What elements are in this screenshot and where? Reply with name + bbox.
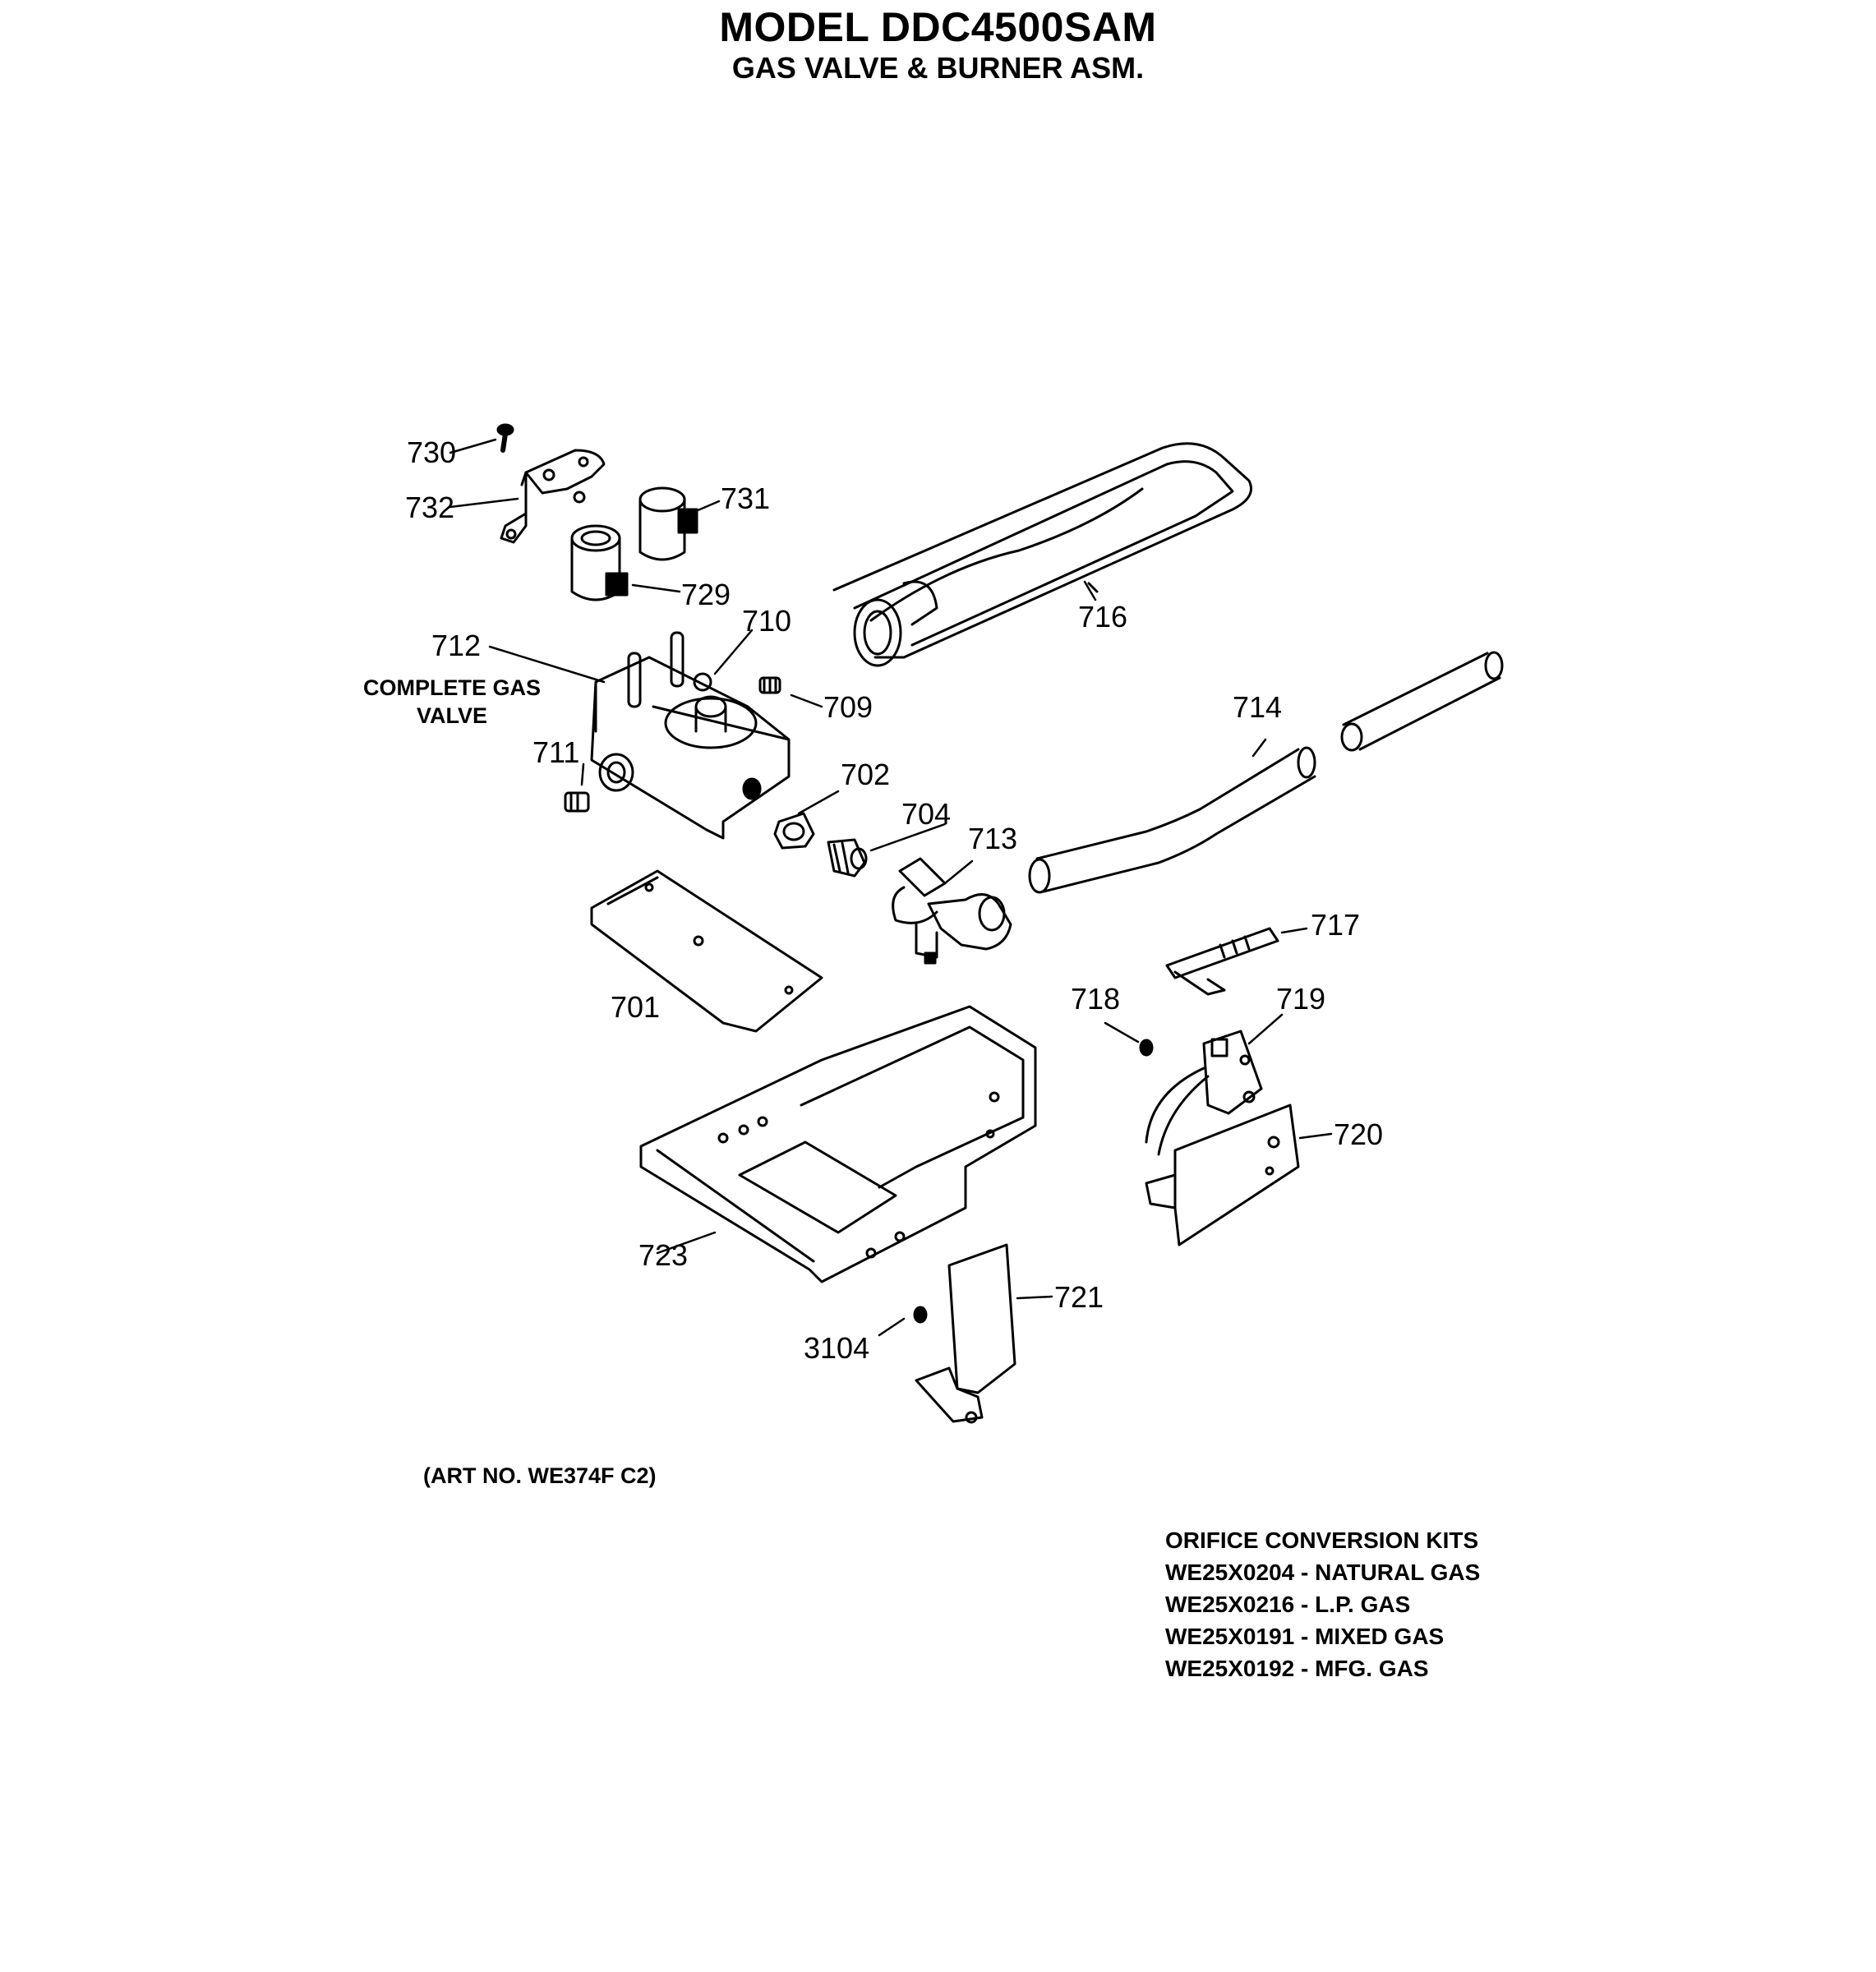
label-712-desc-line2: VALVE [416, 703, 487, 728]
part-704-orifice [827, 838, 868, 878]
part-721-shield [915, 1243, 1016, 1424]
label-720: 720 [1334, 1117, 1384, 1151]
part-720-bracket [1145, 1103, 1300, 1246]
label-718: 718 [1071, 982, 1121, 1016]
label-731: 731 [721, 481, 771, 515]
conversion-kit-item: WE25X0216 - L.P. GAS [1165, 1592, 1411, 1617]
label-714: 714 [1233, 690, 1283, 724]
conversion-kit-item: WE25X0191 - MIXED GAS [1165, 1624, 1445, 1649]
part-3104-screw [913, 1306, 928, 1324]
label-704: 704 [901, 797, 952, 831]
label-702: 702 [841, 758, 891, 791]
label-730: 730 [407, 435, 457, 469]
page-subtitle: GAS VALVE & BURNER ASM. [731, 51, 1145, 85]
label-701: 701 [611, 990, 661, 1024]
label-711: 711 [532, 735, 580, 769]
label-713: 713 [968, 822, 1018, 855]
label-712: 712 [431, 629, 482, 662]
part-702-nut [773, 812, 815, 850]
part-713-elbow [892, 857, 1012, 965]
part-730-screw [496, 423, 514, 453]
conversion-kits: ORIFICE CONVERSION KITS WE25X0204 - NATU… [1165, 1524, 1480, 1684]
label-709: 709 [823, 690, 873, 724]
label-3104: 3104 [804, 1331, 870, 1365]
label-721: 721 [1054, 1280, 1104, 1314]
part-729-coil [570, 524, 629, 601]
part-717-igniter [1165, 927, 1279, 996]
label-717: 717 [1311, 908, 1361, 942]
label-719: 719 [1276, 982, 1326, 1016]
conversion-kits-heading: ORIFICE CONVERSION KITS [1165, 1527, 1479, 1553]
part-711-fitting [564, 791, 590, 813]
part-714-tube [1028, 651, 1504, 894]
part-718-screw [1139, 1039, 1154, 1057]
leader-lines [449, 438, 1333, 1337]
part-732-bracket [500, 449, 606, 544]
part-719-sensor [1145, 1030, 1263, 1156]
label-729: 729 [681, 578, 731, 611]
part-716-burner [832, 442, 1252, 667]
part-731-coil [638, 486, 698, 561]
label-712-desc-line1: COMPLETE GAS [362, 675, 541, 700]
page-title: MODEL DDC4500SAM [719, 4, 1157, 50]
art-number: (ART NO. WE374F C2) [423, 1463, 657, 1488]
part-701-plate [590, 869, 823, 1033]
label-712-description: COMPLETE GAS VALVE [341, 674, 563, 730]
part-712-gas-valve [590, 631, 791, 840]
conversion-kit-item: WE25X0204 - NATURAL GAS [1165, 1560, 1481, 1585]
label-716: 716 [1078, 600, 1128, 634]
conversion-kit-item: WE25X0192 - MFG. GAS [1165, 1656, 1429, 1681]
label-732: 732 [405, 491, 455, 524]
part-723-frame [639, 1005, 1037, 1283]
label-710: 710 [742, 604, 792, 638]
label-723: 723 [638, 1238, 689, 1272]
part-709-fitting [758, 676, 781, 694]
